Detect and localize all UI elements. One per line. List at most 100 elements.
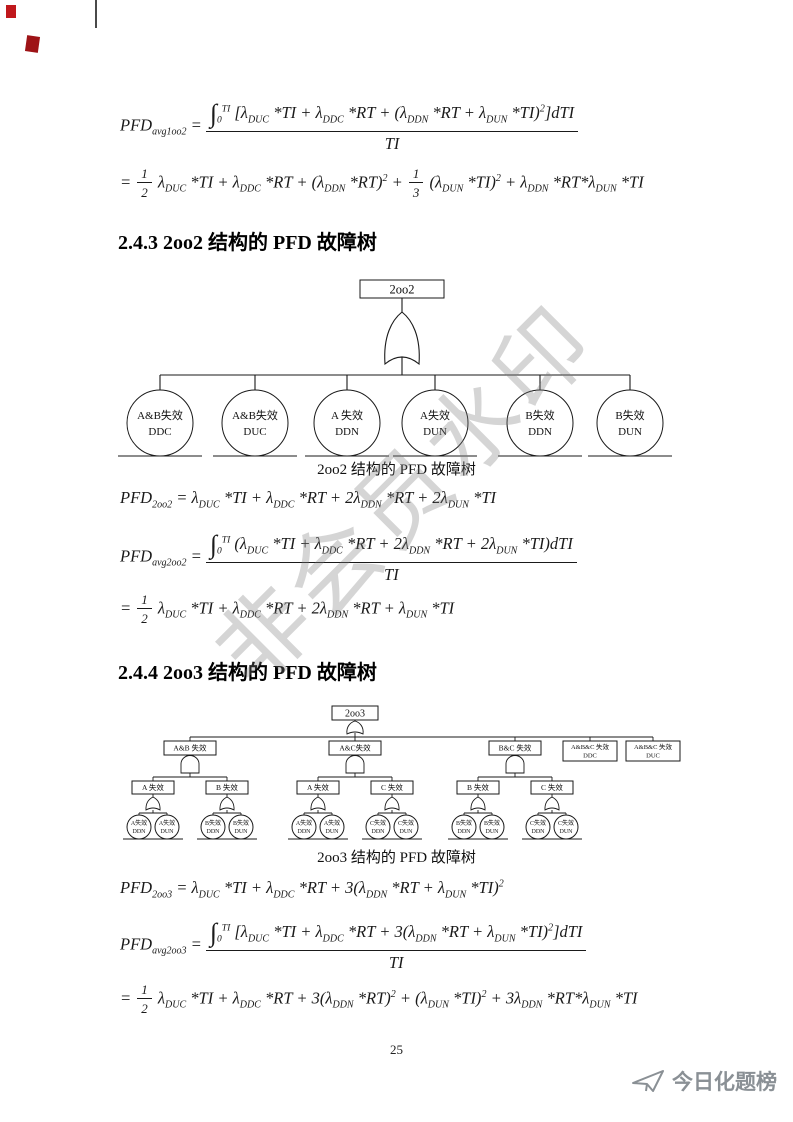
event-label: DUN [486, 829, 500, 835]
event-label: DUC [243, 426, 266, 438]
event-label: DUN [618, 426, 642, 438]
event-label: DUN [560, 829, 574, 835]
fault-tree-2oo3: 2oo3 A&B 失效 A&C失效 B&C 失效 A&B&C 失效 DDC A&… [123, 705, 681, 840]
event-label: DUN [326, 829, 340, 835]
basic-event-circle [365, 814, 391, 840]
event-label: A失效 [131, 819, 147, 827]
basic-event-circle [126, 389, 194, 457]
abc-event-box [625, 740, 681, 762]
event-label: DDN [133, 829, 147, 835]
basic-event-circle [506, 389, 574, 457]
basic-event-circle [479, 814, 505, 840]
event-label: A失效 [159, 819, 175, 827]
sub-event-box [370, 780, 414, 795]
event-label: DUN [423, 426, 447, 438]
formula-pfd-2oo2: PFD2oo2 = λDUC *TI + λDDC *RT + 2λDDN *R… [120, 488, 496, 511]
sub-event-box [530, 780, 574, 795]
event-label: DUN [161, 829, 175, 835]
sub-label: A 失效 [307, 782, 329, 792]
basic-event-circle [126, 814, 152, 840]
or-gate-icon [384, 796, 400, 811]
branch-box [163, 740, 217, 756]
section-heading-2-4-3: 2.4.3 2oo2 结构的 PFD 故障树 [118, 232, 377, 254]
event-label: DUN [235, 829, 249, 835]
event-label: B失效 [233, 819, 249, 827]
formula-pfd-avg-1oo2-line1: PFDavg1oo2 = ∫0TI [λDUC *TI + λDDC *RT +… [120, 99, 579, 154]
tree-connector-lines [123, 720, 654, 840]
event-label: C失效 [558, 819, 574, 827]
sub-label: B 失效 [216, 782, 238, 792]
event-label: DDN [528, 426, 552, 438]
event-label: A&B失效 [137, 408, 183, 422]
sub-label: C 失效 [541, 782, 563, 792]
basic-event-circle [313, 389, 381, 457]
formula-pfd-2oo3: PFD2oo3 = λDUC *TI + λDDC *RT + 3(λDDN *… [120, 878, 504, 901]
event-label: A失效 [324, 819, 340, 827]
branch-label: A&C失效 [339, 743, 371, 753]
branch-label: A&B 失效 [173, 743, 207, 753]
sub-label: C 失效 [381, 782, 403, 792]
event-label: A&B失效 [232, 408, 278, 422]
or-gate-icon [310, 796, 326, 811]
sub-event-box [205, 780, 249, 795]
event-label: B失效 [484, 819, 500, 827]
or-gate-icon [384, 311, 420, 366]
sub-event-box [456, 780, 500, 795]
sub-label: A 失效 [142, 782, 164, 792]
figure-caption-2oo3: 2oo3 结构的 PFD 故障树 [317, 850, 476, 866]
basic-event-circle [319, 814, 345, 840]
section-heading-2-4-4: 2.4.4 2oo3 结构的 PFD 故障树 [118, 662, 377, 684]
basic-event-circle [221, 389, 289, 457]
event-label: B失效 [205, 819, 221, 827]
branch-box [328, 740, 382, 756]
or-gate-icon [219, 796, 235, 811]
paper-plane-icon [632, 1070, 664, 1092]
event-label: DUC [646, 753, 660, 760]
brand-footer: 今日化题榜 [631, 1066, 777, 1096]
figure-caption-2oo2: 2oo2 结构的 PFD 故障树 [317, 462, 476, 478]
event-label: A失效 [420, 408, 450, 422]
basic-event-circle [525, 814, 551, 840]
abc-event-box [562, 740, 618, 762]
brand-label: 今日化题榜 [672, 1071, 777, 1094]
page-number: 25 [390, 1042, 403, 1057]
top-event-box [359, 279, 445, 299]
event-label: DDN [532, 829, 546, 835]
and-gate-icon [180, 755, 200, 774]
event-label: DDN [298, 829, 312, 835]
fault-tree-2oo2: 2oo2 A&B失效 DDC A&B失效 DUC A 失效 DDN A失效 DU… [118, 279, 672, 457]
red-corner-mark [6, 5, 16, 18]
event-label: DDC [583, 753, 597, 760]
event-label: A 失效 [331, 408, 363, 422]
formula-pfd-avg-2oo3-line1: PFDavg2oo3 = ∫0TI [λDUC *TI + λDDC *RT +… [120, 918, 587, 973]
basic-event-circle [553, 814, 579, 840]
event-label: A&B&C 失效 [634, 742, 673, 751]
and-gate-icon [505, 755, 525, 774]
event-label: DUN [400, 829, 414, 835]
event-label: DDN [335, 426, 359, 438]
event-label: A失效 [296, 819, 312, 827]
basic-event-circle [393, 814, 419, 840]
sub-label: B 失效 [467, 782, 489, 792]
red-corner-mark [24, 35, 41, 53]
and-gate-icon [345, 755, 365, 774]
event-label: C失效 [370, 819, 386, 827]
formula-pfd-avg-2oo2-line1: PFDavg2oo2 = ∫0TI (λDUC *TI + λDDC *RT +… [120, 530, 577, 585]
branch-box [488, 740, 542, 756]
event-label: DDC [148, 426, 171, 438]
sub-event-box [296, 780, 340, 795]
event-label: C失效 [530, 819, 546, 827]
basic-event-circle [154, 814, 180, 840]
event-label: C失效 [398, 819, 414, 827]
basic-event-circle [451, 814, 477, 840]
event-label: DDN [207, 829, 221, 835]
basic-event-circle [228, 814, 254, 840]
or-gate-icon [470, 796, 486, 811]
basic-event-circle [401, 389, 469, 457]
event-label: B失效 [456, 819, 472, 827]
event-label: DDN [372, 829, 386, 835]
